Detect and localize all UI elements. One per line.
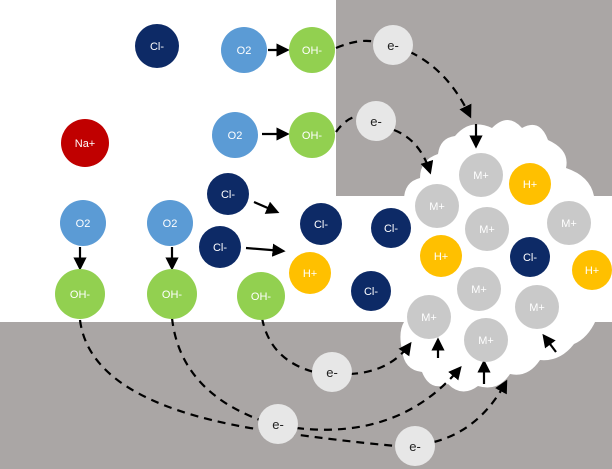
h-ion-label: H+ — [523, 179, 537, 191]
h-ion: H+ — [420, 235, 462, 277]
o2-molecule: O2 — [60, 200, 106, 246]
o2-molecule: O2 — [212, 112, 258, 158]
oh-ion: OH- — [237, 272, 285, 320]
cl-ion-label: Cl- — [523, 252, 537, 264]
electron-path-3 — [260, 317, 315, 374]
oh-label: OH- — [302, 130, 323, 142]
cl-ion-label: Cl- — [314, 219, 328, 231]
cl-ion-label: Cl- — [221, 189, 235, 201]
cl-ion: Cl- — [300, 203, 342, 245]
cl-ion-label: Cl- — [150, 41, 164, 53]
oh-ion: OH- — [147, 269, 197, 319]
metal-ion: M+ — [459, 153, 503, 197]
electron-flow-paths — [78, 39, 508, 448]
electron-path-1 — [335, 39, 377, 50]
electron-path-3b — [349, 341, 412, 376]
o2-label: O2 — [237, 45, 252, 57]
electron: e- — [356, 101, 396, 141]
ions: Cl- O2 OH- e- Na+ O2 OH- e- — [55, 24, 612, 466]
h-ion-label: H+ — [303, 268, 317, 280]
o2-label: O2 — [228, 130, 243, 142]
cl-ion-label: Cl- — [213, 242, 227, 254]
metal-ion-label: M+ — [478, 335, 494, 347]
cl-ion-label: Cl- — [384, 223, 398, 235]
metal-ion: M+ — [547, 201, 591, 245]
oh-label: OH- — [162, 289, 183, 301]
arrow-pit-bottom-right — [542, 333, 557, 353]
electron: e- — [312, 352, 352, 392]
electron: e- — [373, 25, 413, 65]
o2-label: O2 — [163, 218, 178, 230]
arrow-cl-migration-upper — [253, 200, 280, 214]
metal-ion: M+ — [407, 295, 451, 339]
oh-label: OH- — [251, 291, 272, 303]
electron-label: e- — [326, 365, 338, 380]
oh-ion: OH- — [55, 269, 105, 319]
electron-path-1b — [409, 51, 472, 119]
oh-ion: OH- — [289, 27, 335, 73]
electron-path-4 — [170, 317, 261, 422]
metal-ion-label: M+ — [473, 170, 489, 182]
electron-label: e- — [387, 38, 399, 53]
metal-ion: M+ — [457, 267, 501, 311]
h-ion: H+ — [289, 252, 331, 294]
cl-ion: Cl- — [371, 208, 411, 248]
cl-ion: Cl- — [135, 24, 179, 68]
h-ion-label: H+ — [434, 251, 448, 263]
electron-path-5b — [433, 379, 508, 444]
cl-ion-label: Cl- — [364, 286, 378, 298]
oh-label: OH- — [70, 289, 91, 301]
metal-ion-label: M+ — [429, 201, 445, 213]
pit-cavity — [400, 120, 612, 392]
cl-ion: Cl- — [199, 226, 241, 268]
oh-ion: OH- — [289, 112, 335, 158]
h-ion: H+ — [572, 250, 612, 290]
reaction-arrows — [73, 43, 557, 384]
electron-path-2b — [393, 128, 434, 175]
metal-ion: M+ — [465, 207, 509, 251]
h-ion: H+ — [509, 163, 551, 205]
electron-label: e- — [370, 114, 382, 129]
oh-label: OH- — [302, 45, 323, 57]
electron: e- — [258, 404, 298, 444]
metal-ion-label: M+ — [471, 284, 487, 296]
h-ion-label: H+ — [585, 265, 599, 277]
cl-ion: Cl- — [207, 173, 249, 215]
o2-molecule: O2 — [221, 27, 267, 73]
metal-ion-label: M+ — [561, 218, 577, 230]
electron-label: e- — [272, 417, 284, 432]
o2-molecule: O2 — [147, 200, 193, 246]
electron: e- — [395, 426, 435, 466]
metal-ion-label: M+ — [479, 224, 495, 236]
metal-ion: M+ — [515, 285, 559, 329]
electron-path-2 — [335, 114, 359, 133]
cl-ion: Cl- — [351, 271, 391, 311]
metal-ion-label: M+ — [421, 312, 437, 324]
metal-ion-label: M+ — [529, 302, 545, 314]
o2-label: O2 — [76, 218, 91, 230]
metal-ion: M+ — [415, 184, 459, 228]
na-ion-label: Na+ — [75, 138, 96, 150]
electron-path-4b — [295, 365, 462, 431]
metal-ion: M+ — [464, 318, 508, 362]
cl-ion: Cl- — [510, 237, 550, 277]
electron-label: e- — [409, 439, 421, 454]
electron-path-5 — [78, 319, 397, 448]
na-ion: Na+ — [61, 119, 109, 167]
arrow-cl-migration-lower — [245, 243, 286, 257]
